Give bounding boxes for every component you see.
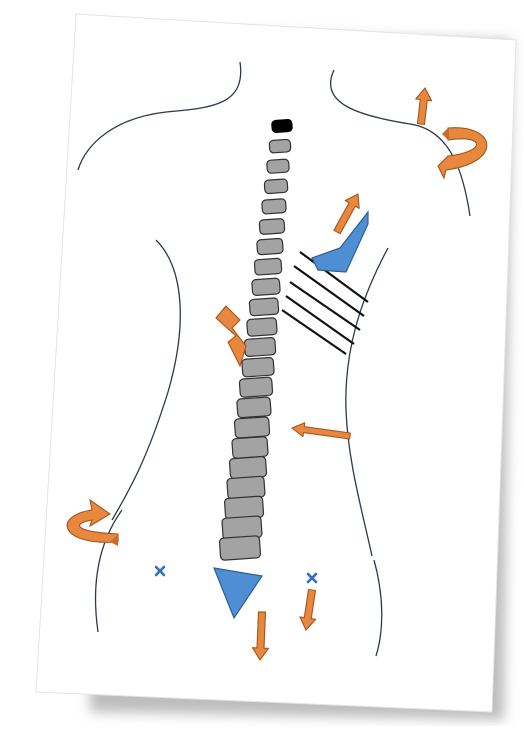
- vertebra: [242, 357, 275, 377]
- vertebra: [239, 377, 273, 397]
- vertebra: [264, 179, 288, 194]
- top-vertebra: [272, 119, 293, 132]
- vertebra: [234, 417, 270, 438]
- vertebra: [262, 199, 287, 215]
- vertebra: [259, 218, 285, 234]
- vertebra: [247, 318, 278, 337]
- vertebra: [269, 139, 291, 153]
- vertebra: [252, 278, 281, 296]
- vertebra: [249, 298, 279, 316]
- vertebra: [237, 397, 272, 418]
- vertebra: [232, 436, 268, 458]
- paper-sheet: [36, 14, 516, 712]
- vertebra: [229, 456, 267, 479]
- vertebra: [219, 536, 260, 561]
- vertebra: [267, 159, 290, 173]
- vertebra: [257, 238, 284, 255]
- vertebra: [254, 258, 282, 275]
- vertebra: [244, 337, 276, 356]
